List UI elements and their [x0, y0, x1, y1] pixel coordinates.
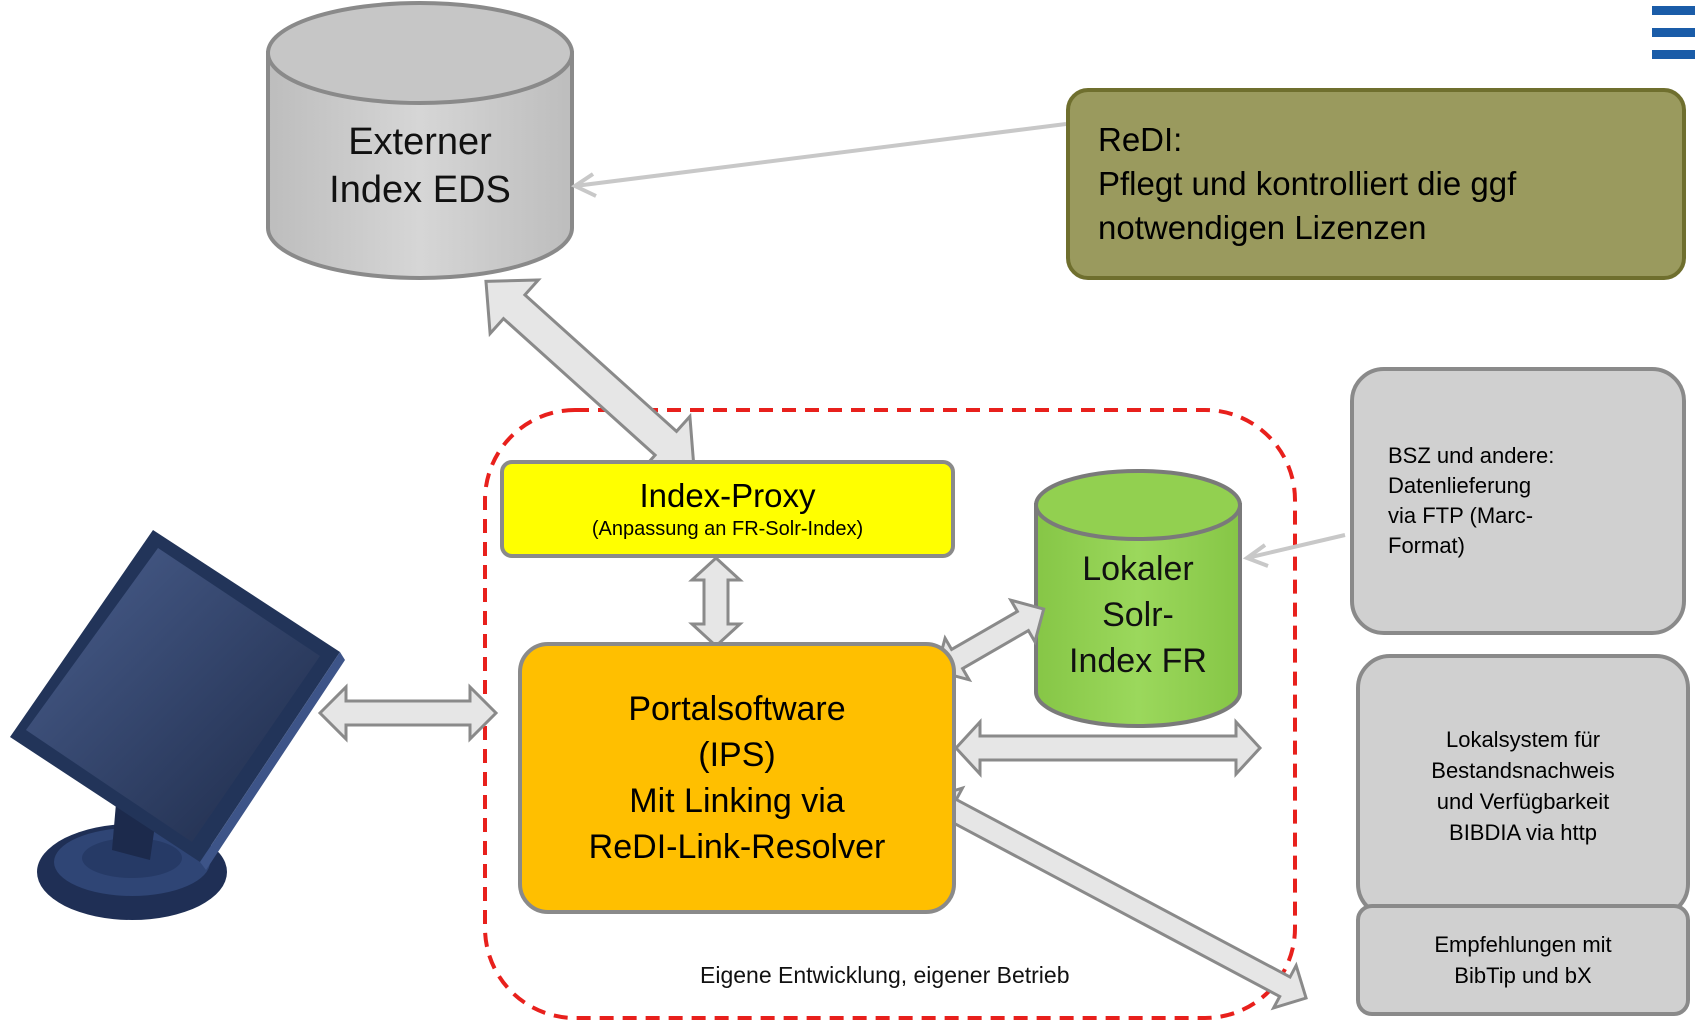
index-proxy-title: Index-Proxy	[639, 477, 816, 514]
bsz-line1: BSZ und andere:	[1388, 443, 1555, 468]
bsz-line3: via FTP (Marc-	[1388, 503, 1534, 528]
proxy-portal-double-arrow	[688, 555, 744, 649]
local-solr-label: Lokaler Solr- Index FR	[1036, 546, 1240, 684]
redi-title: ReDI:	[1098, 121, 1183, 158]
local-solr-line3: Index FR	[1069, 642, 1207, 680]
index-proxy-subtitle: (Anpassung an FR-Solr-Index)	[591, 518, 864, 540]
monitor-portal-double-arrow	[317, 683, 499, 743]
redi-line2: Pflegt und kontrolliert die ggf	[1098, 165, 1517, 202]
external-index-line2: Index EDS	[329, 169, 511, 211]
external-index-label: Externer Index EDS	[268, 118, 572, 214]
portal-solr-double-arrow	[934, 597, 1046, 683]
redi-to-eds-arrow	[570, 122, 1067, 198]
redi-box: ReDI: Pflegt und kontrolliert die ggf no…	[1066, 88, 1686, 280]
redi-line3: notwendigen Lizenzen	[1098, 209, 1427, 246]
external-index-cylinder	[266, 1, 574, 280]
lokalsystem-line1: Lokalsystem für	[1445, 727, 1601, 752]
empfehlungen-line1: Empfehlungen mit	[1434, 932, 1612, 957]
bsz-line4: Format)	[1388, 533, 1465, 558]
portal-lokalsystem-double-arrow	[953, 718, 1263, 778]
external-index-line1: Externer	[348, 121, 492, 163]
empfehlungen-box: Empfehlungen mit BibTip und bX	[1356, 904, 1690, 1016]
boundary-label: Eigene Entwicklung, eigener Betrieb	[700, 962, 1070, 988]
portal-line3: Mit Linking via	[629, 782, 845, 820]
lokalsystem-line3: und Verfügbarkeit	[1436, 789, 1610, 814]
portal-line4: ReDI-Link-Resolver	[588, 828, 886, 866]
logo-icon	[1652, 6, 1695, 59]
lokalsystem-line4: BIBDIA via http	[1449, 820, 1597, 845]
portal-box: Portalsoftware (IPS) Mit Linking via ReD…	[518, 642, 956, 914]
lokalsystem-box: Lokalsystem für Bestandsnachweis und Ver…	[1356, 654, 1690, 918]
local-solr-line2: Solr-	[1102, 596, 1174, 634]
bsz-to-solr-arrow	[1242, 533, 1346, 568]
portal-line2: (IPS)	[698, 736, 776, 774]
empfehlungen-line2: BibTip und bX	[1454, 963, 1592, 988]
lokalsystem-line2: Bestandsnachweis	[1431, 758, 1615, 783]
monitor-icon	[10, 530, 345, 920]
local-solr-line1: Lokaler	[1082, 550, 1194, 588]
bsz-line2: Datenlieferung	[1388, 473, 1532, 498]
portal-line1: Portalsoftware	[628, 690, 846, 728]
index-proxy-box: Index-Proxy (Anpassung an FR-Solr-Index)	[500, 460, 955, 558]
bsz-box: BSZ und andere: Datenlieferung via FTP (…	[1350, 367, 1686, 635]
local-solr-cylinder	[1034, 469, 1242, 728]
